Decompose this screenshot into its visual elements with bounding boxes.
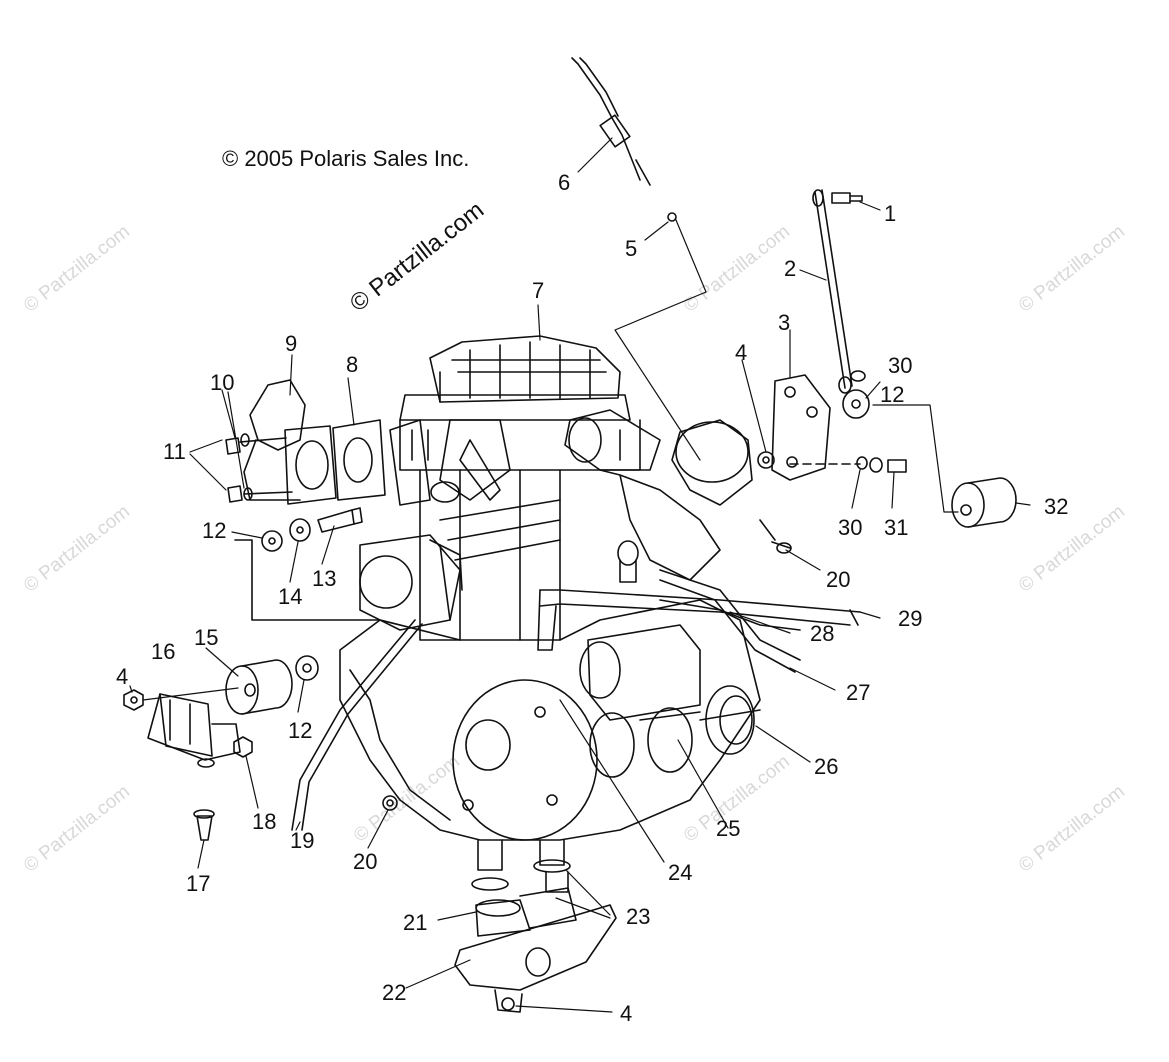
throttle-cable (572, 58, 706, 460)
callout-16: 16 (151, 639, 176, 664)
callout-20-upper: 20 (826, 567, 851, 592)
callout-25: 25 (716, 816, 741, 841)
callout-26: 26 (814, 754, 839, 779)
callout-17: 17 (186, 871, 211, 896)
callout-18: 18 (252, 809, 277, 834)
callout-7: 7 (532, 278, 545, 303)
callout-21: 21 (403, 910, 428, 935)
callout-4-left: 4 (116, 664, 129, 689)
callout-13: 13 (312, 566, 337, 591)
callout-11: 11 (163, 439, 186, 464)
callout-23: 23 (626, 904, 651, 929)
callout-31: 31 (884, 515, 909, 540)
callout-8: 8 (346, 352, 359, 377)
callout-6: 6 (558, 170, 571, 195)
callout-29: 29 (898, 606, 923, 631)
callout-14: 14 (278, 584, 303, 609)
callout-27: 27 (846, 680, 871, 705)
callout-19: 19 (290, 828, 315, 853)
callout-1: 1 (884, 201, 897, 226)
mount-bracket (772, 375, 860, 480)
callout-12-right: 12 (880, 382, 905, 407)
callout-10: 10 (210, 370, 235, 395)
callout-15: 15 (194, 625, 219, 650)
callout-9: 9 (285, 331, 298, 356)
callout-5: 5 (625, 236, 638, 261)
callout-28: 28 (810, 621, 835, 646)
right-mount-parts (843, 390, 1016, 527)
callout-12-left: 12 (202, 518, 227, 543)
callout-20-lower: 20 (353, 849, 378, 874)
callout-2: 2 (784, 256, 797, 281)
rod-assembly (813, 190, 865, 393)
callout-30-upper: 30 (888, 353, 913, 378)
callout-3: 3 (778, 310, 791, 335)
callout-4: 4 (735, 340, 748, 365)
callout-4-bottom: 4 (620, 1001, 633, 1026)
leader-lines (130, 138, 1030, 1012)
engine-block (124, 336, 860, 1012)
callout-32: 32 (1044, 494, 1069, 519)
copyright-text: © 2005 Polaris Sales Inc. (222, 146, 470, 171)
callout-24: 24 (668, 860, 693, 885)
callout-30-lower: 30 (838, 515, 863, 540)
callout-12-lower: 12 (288, 718, 313, 743)
callout-22: 22 (382, 980, 407, 1005)
